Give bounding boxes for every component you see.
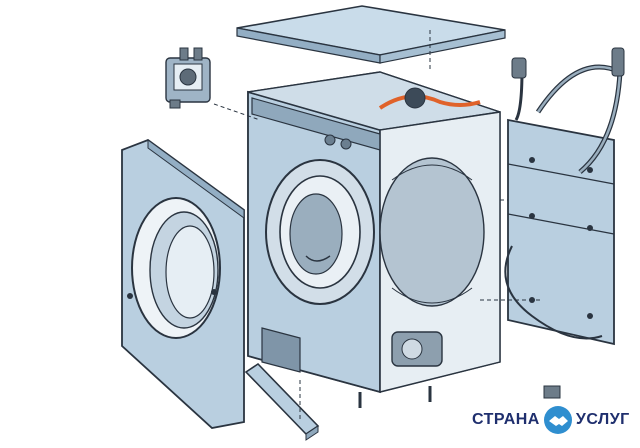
rear-panel: [504, 47, 625, 346]
front-panel: [121, 138, 245, 429]
watermark-logo: СТРАНА УСЛУГ: [472, 404, 632, 436]
handshake-badge-icon: [543, 405, 573, 435]
bottom-kick-plate: [244, 362, 320, 441]
top-lid-panel: [236, 5, 506, 64]
watermark-text-right: УСЛУГ: [575, 411, 630, 428]
watermark-text-left: СТРАНА: [472, 411, 540, 428]
control-module: [165, 47, 211, 109]
main-cabinet: [247, 71, 501, 408]
small-bracket: [543, 385, 561, 399]
assembly-guides: [213, 30, 540, 420]
